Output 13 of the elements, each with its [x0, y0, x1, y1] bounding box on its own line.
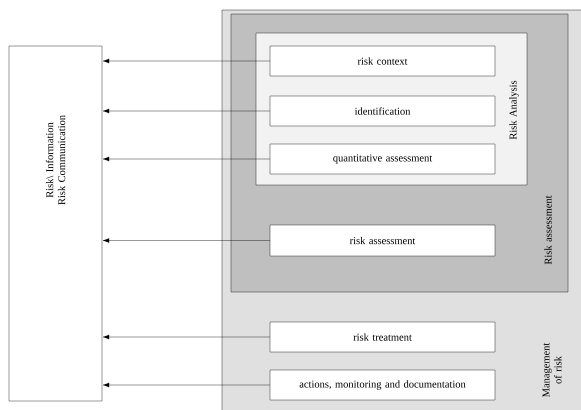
process-box: actions, monitoring and documentation — [270, 370, 496, 400]
arrow — [102, 108, 270, 114]
process-box: identification — [270, 96, 496, 126]
process-box: risk treatment — [270, 322, 496, 352]
arrow — [102, 238, 270, 243]
arrow — [102, 334, 270, 340]
arrow — [102, 382, 270, 388]
arrow — [102, 156, 270, 162]
process-box: risk assessment — [270, 224, 496, 256]
process-box: risk context — [270, 46, 496, 76]
process-box: quantitative assessment — [270, 144, 496, 174]
communication-box: Risk\ Information Risk Communication — [8, 46, 102, 402]
arrow — [102, 58, 270, 64]
